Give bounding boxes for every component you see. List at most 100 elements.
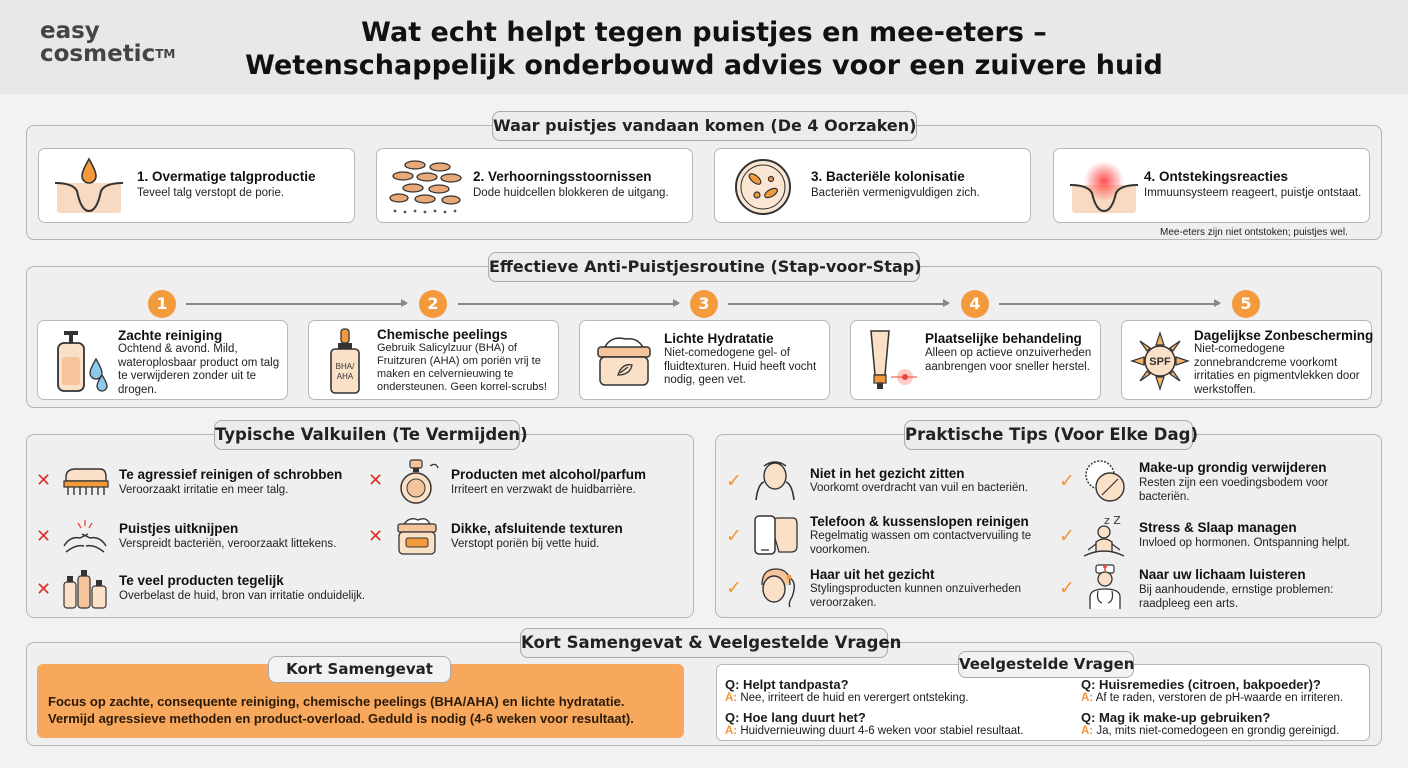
tip-desc: Voorkomt overdracht van vuil en bacterië… <box>810 482 1028 494</box>
summary-section-title: Kort Samengevat & Veelgestelde Vragen <box>520 628 901 658</box>
tips-title: Praktische Tips (Voor Elke Dag) <box>904 420 1198 450</box>
checkmark-icon: ✓ <box>1059 577 1075 599</box>
squeezing-hands-icon <box>63 520 107 553</box>
step-number-1: 1 <box>148 290 176 318</box>
tip-desc: Invloed op hormonen. Ontspanning helpt. <box>1139 537 1350 549</box>
tip-title: Telefoon & kussenslopen reinigen <box>810 514 1029 529</box>
checkmark-icon: ✓ <box>1059 525 1075 547</box>
causes-note: Mee-eters zijn niet ontstoken; puistjes … <box>1160 227 1348 238</box>
oil-drop-pore-icon <box>54 157 124 213</box>
pitfall-desc: Veroorzaakt irritatie en meer talg. <box>119 484 289 496</box>
faq-question: Q: Hoe lang duurt het? <box>725 710 866 725</box>
sun-spf-icon: SPF <box>1130 331 1190 391</box>
tips-panel <box>715 434 1382 618</box>
many-products-icon <box>63 570 107 609</box>
pitfalls-title: Typische Valkuilen (Te Vermijden) <box>214 420 528 450</box>
cross-icon: ✕ <box>36 579 52 600</box>
step-number-4: 4 <box>961 290 989 318</box>
faq-question: Q: Huisremedies (citroen, bakpoeder)? <box>1081 677 1321 692</box>
summary-title: Kort Samengevat <box>268 656 451 683</box>
pitfall-desc: Verstopt poriën bij vette huid. <box>451 538 600 550</box>
cause-desc: Dode huidcellen blokkeren de uitgang. <box>473 187 669 199</box>
cause-desc: Teveel talg verstopt de porie. <box>137 187 285 199</box>
cause-title: 4. Ontstekingsreacties <box>1144 169 1289 184</box>
pitfall-desc: Irriteert en verzwakt de huidbarrière. <box>451 484 636 496</box>
routine-card-5: SPF Dagelijkse Zonbescherming Niet-comed… <box>1121 320 1374 400</box>
routine-step-desc: Ochtend & avond. Mild, wateroplosbaar pr… <box>118 343 280 396</box>
faq-question: Q: Mag ik make-up gebruiken? <box>1081 710 1271 725</box>
scrub-brush-icon <box>63 468 109 495</box>
cross-icon: ✕ <box>36 526 52 547</box>
faq-answer: A: Ja, mits niet-comedogeen en grondig g… <box>1081 725 1340 737</box>
cause-desc: Immuunsysteem reageert, puistje ontstaat… <box>1144 187 1362 199</box>
doctor-icon <box>1089 564 1121 609</box>
faq-question: Q: Helpt tandpasta? <box>725 677 849 692</box>
routine-card-3: Lichte Hydratatie Niet-comedogene gel- o… <box>579 320 830 400</box>
brand-logo[interactable]: easy cosmeticTM <box>40 18 176 67</box>
routine-step-title: Dagelijkse Zonbescherming <box>1194 328 1374 343</box>
moisturizer-jar-icon <box>597 337 651 386</box>
thick-cream-jar-icon <box>397 518 437 555</box>
serum-label-aha: AHA <box>337 372 354 381</box>
phone-pillow-icon <box>754 515 798 555</box>
checkmark-icon: ✓ <box>726 525 742 547</box>
pitfall-title: Dikke, afsluitende texturen <box>451 521 623 536</box>
face-hands-icon <box>755 461 795 501</box>
tip-title: Make-up grondig verwijderen <box>1139 460 1327 475</box>
routine-step-desc: Niet-comedogene zonnebrandcreme voorkomt… <box>1194 343 1360 396</box>
spot-treatment-tube-icon <box>870 330 917 389</box>
tip-desc: Regelmatig wassen om contactvervuiling t… <box>810 530 1032 556</box>
step-arrow <box>728 300 950 306</box>
header: easy cosmeticTM Wat echt helpt tegen pui… <box>0 0 1408 94</box>
perfume-bottle-icon <box>400 459 439 504</box>
cause-title: 1. Overmatige talgproductie <box>137 169 316 184</box>
pitfall-title: Puistjes uitknijpen <box>119 521 239 536</box>
tip-desc: Stylingsproducten kunnen onzuiverheden v… <box>810 583 1021 609</box>
cause-card-4: 4. Ontstekingsreacties Immuunsysteem rea… <box>1053 148 1370 223</box>
tip-desc: Bij aanhoudende, ernstige problemen: raa… <box>1139 584 1334 610</box>
step-number-3: 3 <box>690 290 718 318</box>
inflamed-pore-icon <box>1069 161 1139 213</box>
cross-icon: ✕ <box>368 470 384 491</box>
cause-title: 3. Bacteriële kolonisatie <box>811 169 965 184</box>
step-number-2: 2 <box>419 290 447 318</box>
serum-dropper-icon: BHA/ AHA <box>330 328 360 394</box>
faq-answer: A: Huidvernieuwing duurt 4-6 weken voor … <box>725 725 1024 737</box>
pitfall-title: Te agressief reinigen of schrobben <box>119 467 343 482</box>
sleep-z-label: z Z <box>1104 514 1121 527</box>
routine-step-title: Chemische peelings <box>377 327 508 342</box>
cause-desc: Bacteriën vermenigvuldigen zich. <box>811 187 980 199</box>
tip-desc: Resten zijn een voedingsbodem voor bacte… <box>1139 477 1329 503</box>
bacteria-icon <box>735 159 791 215</box>
routine-card-2: BHA/ AHA Chemische peelings Gebruik Sali… <box>308 320 559 400</box>
hair-tied-icon <box>761 568 795 608</box>
cause-title: 2. Verhoorningsstoornissen <box>473 169 652 184</box>
serum-label-bha: BHA/ <box>336 362 355 371</box>
routine-step-title: Plaatselijke behandeling <box>925 331 1082 346</box>
tip-title: Naar uw lichaam luisteren <box>1139 567 1306 582</box>
cross-icon: ✕ <box>368 526 384 547</box>
checkmark-icon: ✓ <box>1059 470 1075 492</box>
pitfall-desc: Verspreidt bacteriën, veroorzaakt littek… <box>119 538 337 550</box>
pitfall-title: Producten met alcohol/parfum <box>451 467 647 482</box>
meditation-icon: z Z <box>1083 514 1125 557</box>
pitfall-desc: Overbelast de huid, bron van irritatie o… <box>119 590 366 602</box>
step-arrow <box>999 300 1221 306</box>
cause-card-1: 1. Overmatige talgproductie Teveel talg … <box>38 148 355 223</box>
summary-line-2: Vermijd agressieve methoden en product-o… <box>48 711 634 726</box>
faq-answer: A: Nee, irriteert de huid en verergert o… <box>725 692 969 704</box>
cause-card-3: 3. Bacteriële kolonisatie Bacteriën verm… <box>714 148 1031 223</box>
cotton-pads-icon <box>1085 460 1125 502</box>
step-arrow <box>458 300 680 306</box>
step-number-5: 5 <box>1232 290 1260 318</box>
faq-title: Veelgestelde Vragen <box>958 651 1134 678</box>
tip-title: Stress & Slaap managen <box>1139 520 1297 535</box>
routine-step-desc: Niet-comedogene gel- of fluidtexturen. H… <box>664 347 817 386</box>
spf-label: SPF <box>1149 356 1171 368</box>
skin-cells-icon <box>389 160 462 214</box>
cross-icon: ✕ <box>36 470 52 491</box>
pitfall-title: Te veel producten tegelijk <box>119 573 284 588</box>
faq-answer: A: Af te raden, verstoren de pH-waarde e… <box>1081 692 1344 704</box>
causes-title: Waar puistjes vandaan komen (De 4 Oorzak… <box>492 111 917 141</box>
step-arrow <box>186 300 408 306</box>
